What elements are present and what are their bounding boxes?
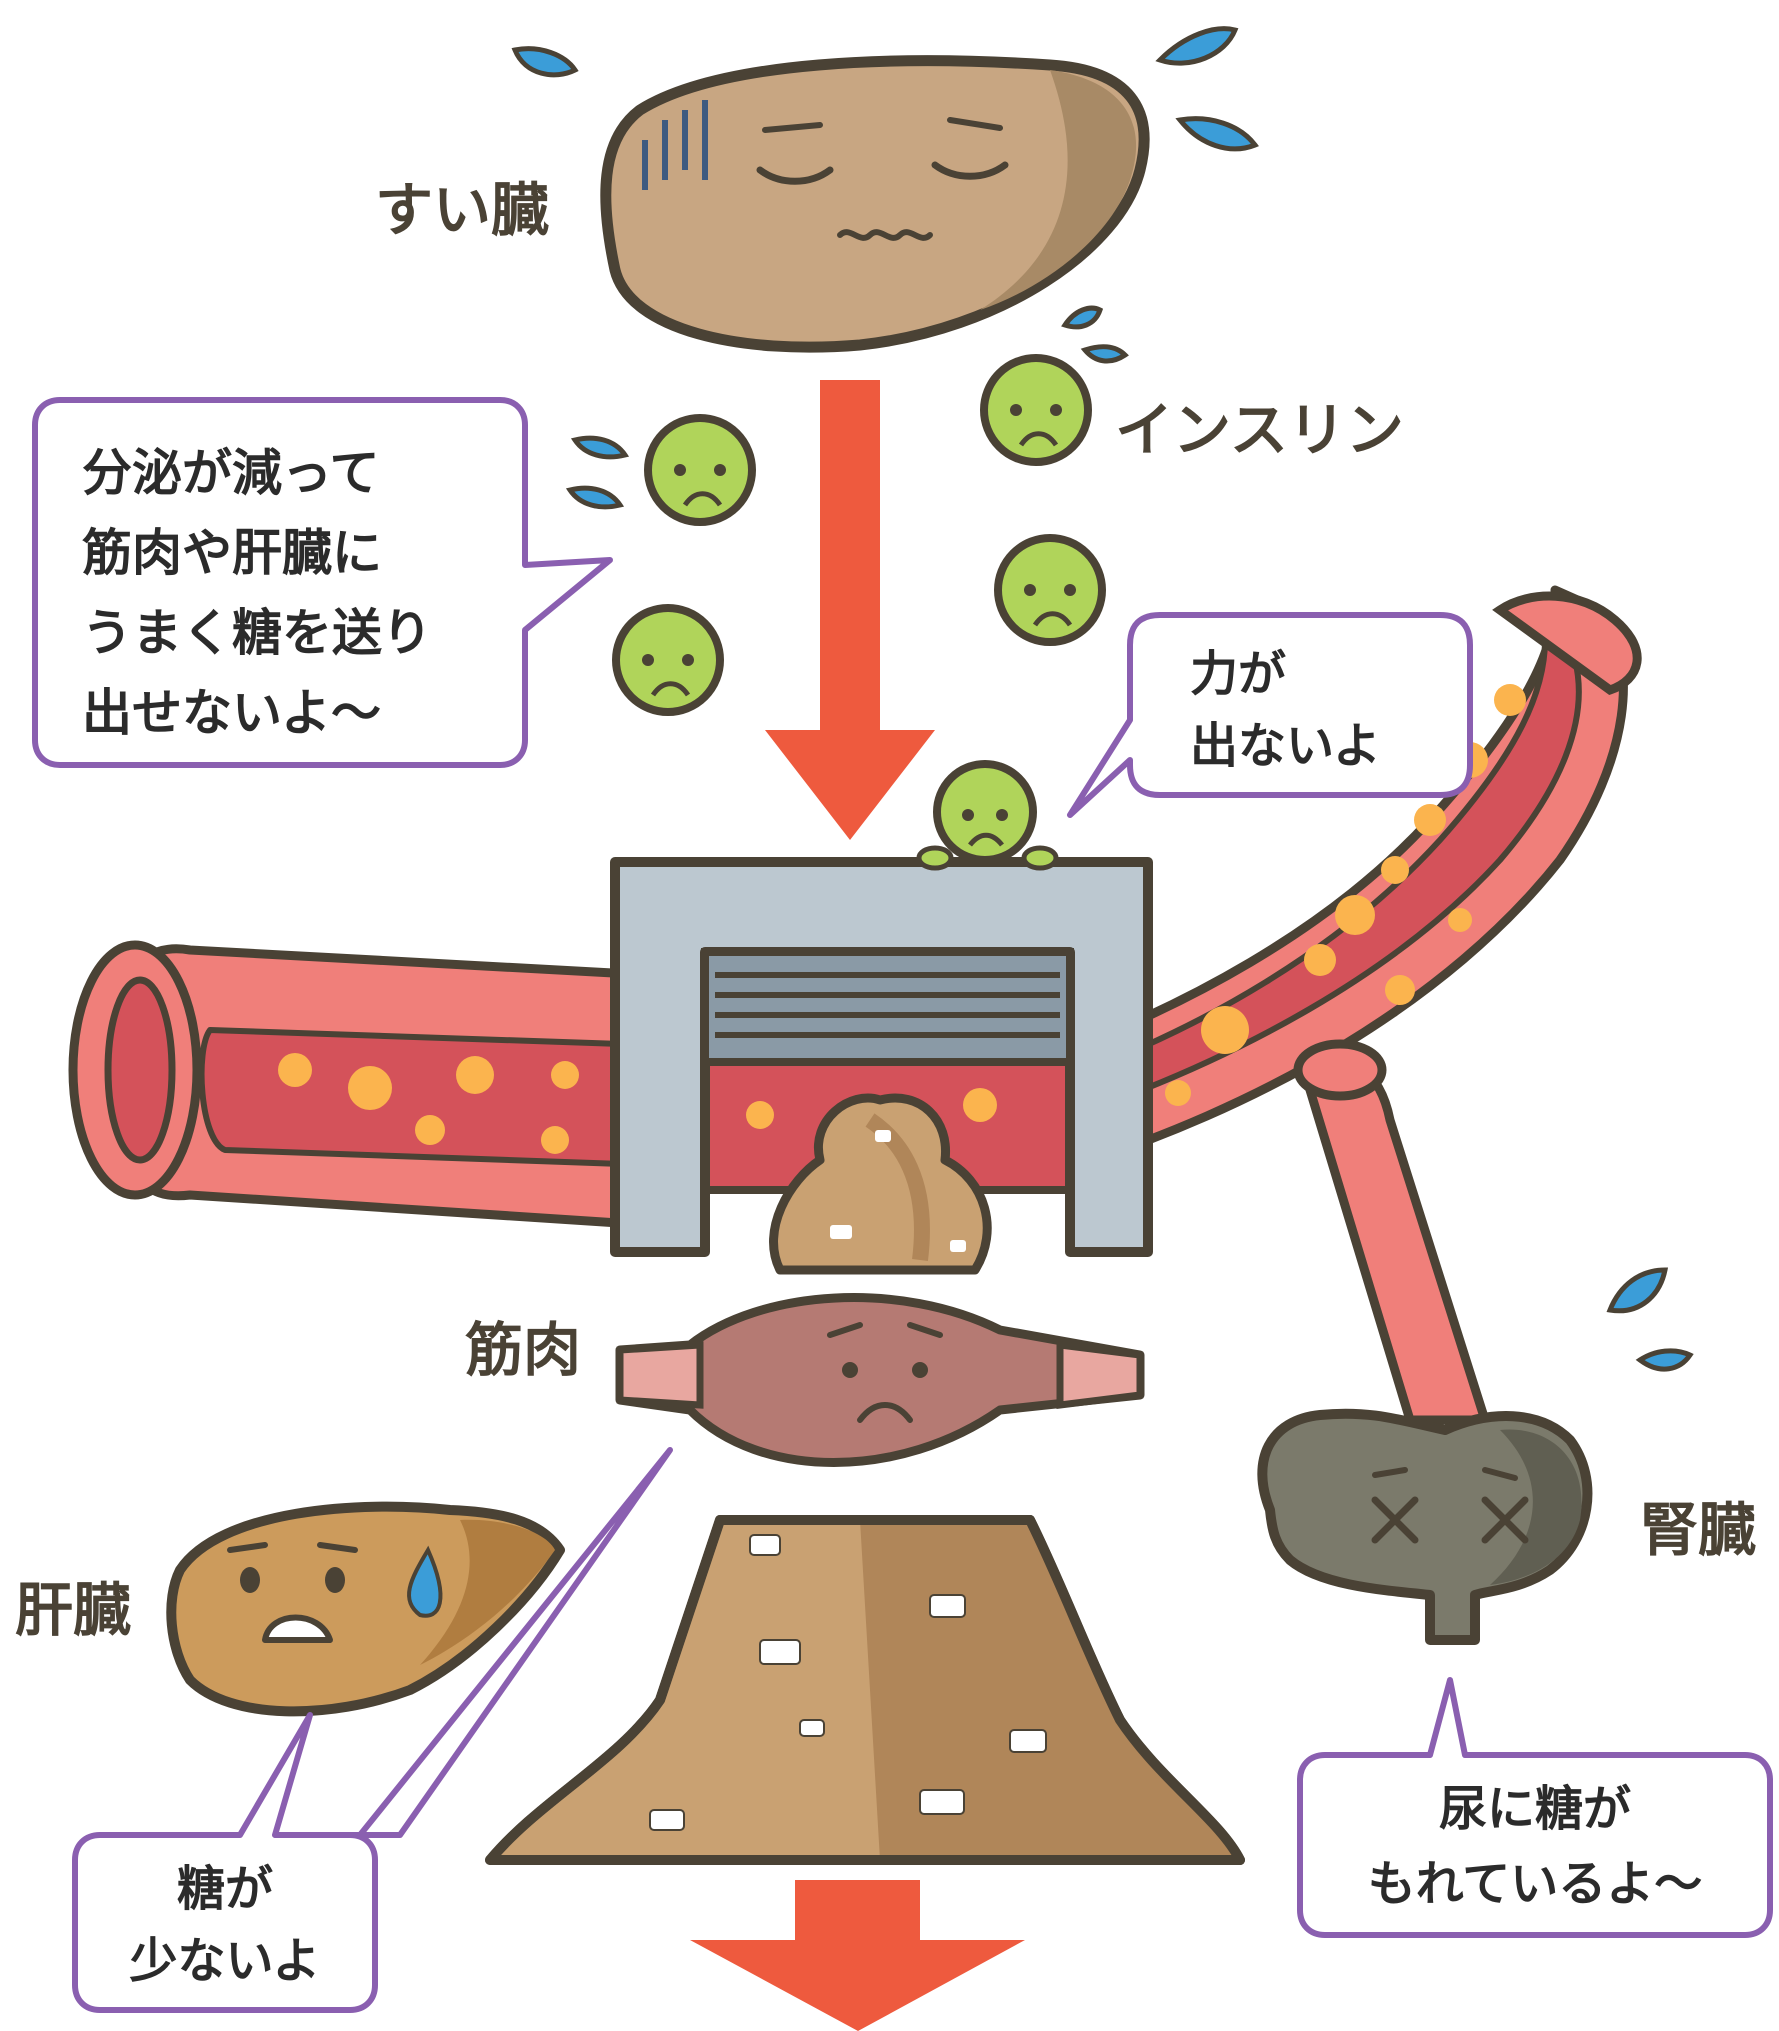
- flow-arrow-bottom: [690, 1880, 1025, 2031]
- pancreas-character: [600, 55, 1150, 353]
- label-pancreas: すい臓: [375, 176, 549, 244]
- bubble-insulin-power: 力が 出ないよ: [1067, 612, 1473, 818]
- muscle-character: [615, 1293, 1145, 1467]
- label-liver: 肝臓: [15, 1576, 131, 1644]
- bubble-line-2: 出ないよ: [1190, 718, 1381, 774]
- bubble-line-2: もれているよ～: [1368, 1856, 1703, 1912]
- sweat-drops: [511, 26, 1694, 1372]
- sugar-pile-bottom: [485, 1515, 1245, 1865]
- sugar-pile-top: [769, 1093, 992, 1275]
- label-kidney: 腎臓: [1640, 1496, 1756, 1564]
- bubble-line-2: 筋肉や肝臓に: [82, 524, 382, 582]
- bubble-line-4: 出せないよ～: [82, 684, 381, 742]
- label-insulin: インスリン: [1115, 396, 1404, 464]
- bubble-low-sugar: 糖が 少ないよ: [72, 1447, 673, 2013]
- bubble-line-3: うまく糖を送り: [82, 604, 432, 662]
- kidney-character: [1257, 1408, 1593, 1645]
- label-muscle: 筋肉: [465, 1316, 581, 1384]
- bubble-line-1: 尿に糖が: [1439, 1781, 1631, 1837]
- bubble-urine-sugar: 尿に糖が もれているよ～: [1297, 1677, 1773, 1938]
- liver-character: [166, 1501, 565, 1717]
- bubble-line-2: 少ないよ: [129, 1933, 320, 1989]
- bubble-pancreas-secretion: 分泌が減って 筋肉や肝臓に うまく糖を送り 出せないよ～: [32, 397, 613, 768]
- insulin-particles: [612, 354, 1106, 871]
- bubble-line-1: 力が: [1190, 646, 1286, 702]
- flow-arrow-down: [765, 380, 935, 840]
- bubble-line-1: 分泌が減って: [82, 444, 380, 502]
- bubble-line-1: 糖が: [177, 1861, 273, 1917]
- cell-gate: [610, 857, 1153, 1257]
